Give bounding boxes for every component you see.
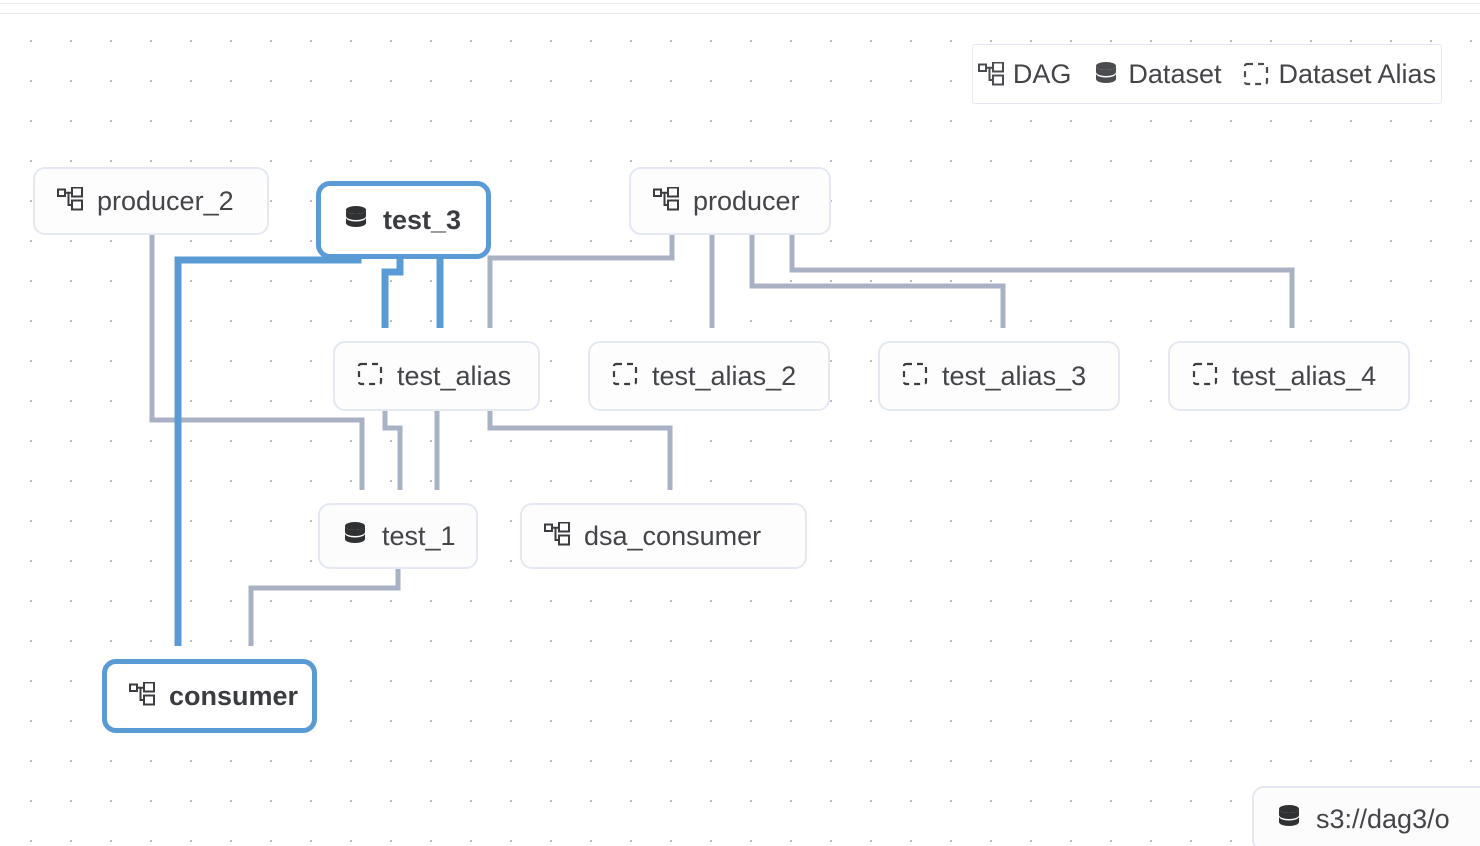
graph-node-producer[interactable]: producer bbox=[629, 167, 831, 235]
legend-label-dataset-alias: Dataset Alias bbox=[1278, 58, 1437, 89]
graph-node-label: test_alias bbox=[397, 360, 512, 391]
graph-node-test_alias_3[interactable]: test_alias_3 bbox=[878, 341, 1120, 411]
graph-node-test_alias[interactable]: test_alias bbox=[333, 341, 540, 411]
dataset-icon bbox=[1276, 804, 1302, 835]
edge-test-alias-to-test1-a bbox=[382, 399, 403, 490]
dataset-alias-icon bbox=[357, 362, 383, 391]
graph-node-test_alias_2[interactable]: test_alias_2 bbox=[588, 341, 830, 411]
dataset-icon bbox=[343, 205, 369, 236]
dataset-alias-icon bbox=[612, 362, 638, 391]
top-divider-outer bbox=[0, 3, 1480, 4]
graph-node-label: test_1 bbox=[382, 520, 456, 551]
dag-icon bbox=[57, 186, 83, 216]
graph-node-label: test_alias_3 bbox=[942, 360, 1087, 391]
dag-icon bbox=[129, 681, 155, 711]
graph-legend: DAG Dataset Dataset Alias bbox=[972, 44, 1442, 104]
legend-item-dag: DAG bbox=[977, 58, 1072, 90]
legend-label-dataset: Dataset bbox=[1128, 58, 1222, 89]
edge-test3-to-consumer bbox=[174, 245, 362, 646]
edge-test-alias-to-dsa-consumer bbox=[487, 399, 673, 490]
dataset-icon bbox=[1093, 61, 1119, 87]
legend-item-dataset: Dataset bbox=[1093, 59, 1221, 90]
graph-node-label: dsa_consumer bbox=[584, 520, 762, 551]
graph-node-consumer[interactable]: consumer bbox=[102, 659, 317, 733]
edge-producer2-to-test1 bbox=[149, 221, 365, 490]
graph-node-label: test_alias_2 bbox=[652, 360, 797, 391]
graph-node-label: consumer bbox=[169, 680, 299, 711]
dataset-alias-icon bbox=[902, 362, 928, 391]
edge-test1-to-consumer bbox=[248, 556, 401, 646]
legend-label-dag: DAG bbox=[1012, 58, 1072, 89]
graph-node-producer_2[interactable]: producer_2 bbox=[33, 167, 269, 235]
dataset-alias-icon bbox=[1243, 62, 1269, 86]
graph-node-test_alias_4[interactable]: test_alias_4 bbox=[1168, 341, 1410, 411]
graph-node-s3_dag3[interactable]: s3://dag3/o bbox=[1252, 786, 1480, 846]
graph-node-label: s3://dag3/o bbox=[1316, 803, 1450, 834]
edge-producer-to-test-alias-3 bbox=[749, 221, 1006, 328]
dag-icon bbox=[977, 61, 1004, 86]
graph-node-test_3[interactable]: test_3 bbox=[316, 181, 491, 259]
dag-icon bbox=[653, 186, 679, 216]
graph-canvas[interactable]: producer_2 test_3 producer test_alias test_a… bbox=[0, 14, 1480, 846]
graph-node-dsa_consumer[interactable]: dsa_consumer bbox=[520, 503, 807, 569]
dag-icon bbox=[544, 521, 570, 551]
graph-node-label: producer bbox=[693, 185, 800, 216]
dataset-alias-icon bbox=[1192, 362, 1218, 391]
graph-node-label: test_3 bbox=[383, 204, 462, 235]
legend-item-dataset-alias: Dataset Alias bbox=[1243, 59, 1436, 90]
graph-node-label: producer_2 bbox=[97, 185, 234, 216]
graph-node-test_1[interactable]: test_1 bbox=[318, 503, 478, 569]
dataset-icon bbox=[342, 521, 368, 552]
top-divider-inner bbox=[0, 13, 1480, 14]
edge-producer-to-test-alias-4 bbox=[789, 221, 1295, 328]
graph-node-label: test_alias_4 bbox=[1232, 360, 1377, 391]
edge-producer-to-test-alias bbox=[487, 221, 675, 328]
